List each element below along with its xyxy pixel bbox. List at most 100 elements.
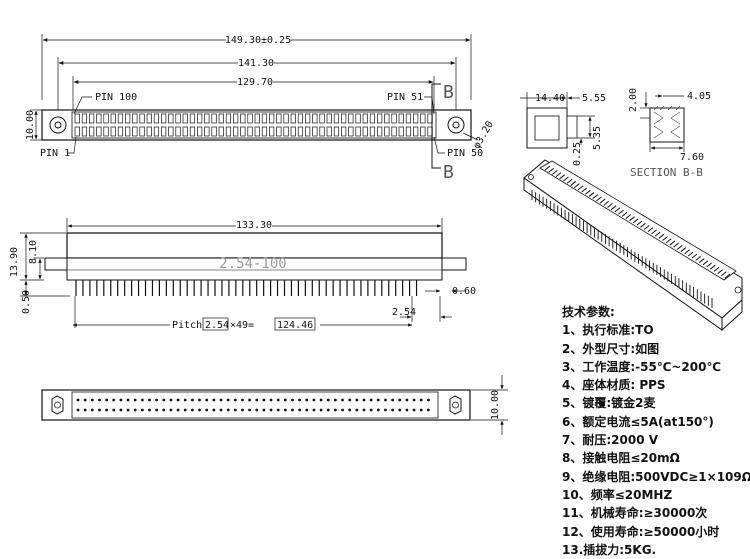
- pin-dot: [326, 398, 330, 402]
- pin-dot: [98, 408, 101, 412]
- pin-contact: [377, 126, 383, 137]
- iso-contact: [629, 216, 635, 222]
- pin-dot: [262, 398, 266, 402]
- iso-contact: [640, 222, 646, 228]
- pin-contact: [269, 126, 275, 137]
- iso-contact: [563, 176, 569, 182]
- pin-contact: [355, 126, 361, 137]
- hole-diameter-dim: φ3.20: [471, 119, 496, 151]
- iso-contact: [559, 174, 566, 180]
- pin-dot: [148, 398, 151, 402]
- pin-contact: [89, 113, 95, 124]
- pin-dot: [341, 398, 344, 402]
- pin-contact: [197, 126, 203, 137]
- pin-dot: [83, 398, 87, 402]
- pin-dot: [369, 408, 373, 412]
- pin-contact: [225, 113, 232, 124]
- pin-dot: [155, 398, 159, 402]
- pin-contact: [290, 126, 296, 137]
- spec-item: 13.插拔力:5KG.: [562, 542, 657, 557]
- iso-contact: [654, 231, 661, 237]
- iso-contact: [599, 198, 606, 204]
- pin-contact: [81, 126, 88, 137]
- pin-dot: [255, 408, 259, 412]
- iso-contact: [643, 225, 650, 230]
- section-depth: 7.60: [680, 152, 704, 163]
- pin-contact: [312, 126, 318, 137]
- section-height-a: 0.25: [572, 142, 583, 166]
- iso-contact: [574, 183, 580, 189]
- pin-contact: [369, 113, 376, 124]
- pin-dot: [233, 408, 237, 412]
- pin-dot: [405, 398, 409, 402]
- pin-dot: [148, 408, 151, 412]
- pin-dot: [90, 408, 94, 412]
- iso-contact: [555, 172, 562, 178]
- pin-dot: [119, 398, 123, 402]
- pin-contact: [168, 126, 174, 137]
- pin-dot: [391, 408, 394, 412]
- iso-contact: [669, 240, 676, 246]
- pin-contact: [197, 113, 203, 124]
- pin-contact: [398, 126, 404, 137]
- pin-contact: [182, 126, 188, 137]
- bottom-view: 10.00: [41, 375, 508, 435]
- pin-contact: [247, 126, 253, 137]
- pitch-value: 2.54: [205, 320, 229, 331]
- pin-dot: [426, 408, 430, 412]
- pin-contact: [413, 113, 419, 124]
- pin-1-label: PIN 1: [40, 148, 70, 159]
- pin-dot: [76, 398, 80, 402]
- pin-dot: [419, 398, 423, 402]
- section-mark-bottom: B: [443, 162, 454, 183]
- pin-contact: [132, 126, 138, 137]
- iso-contact: [585, 189, 591, 195]
- iso-contact: [566, 178, 573, 184]
- iso-contact: [588, 192, 595, 197]
- pin-contact: [153, 126, 160, 137]
- iso-contact: [695, 255, 701, 261]
- iso-contact: [662, 236, 668, 241]
- pin-contact: [398, 113, 404, 124]
- iso-contact: [548, 167, 554, 173]
- pin-contact: [103, 113, 109, 124]
- pin-contact: [218, 113, 224, 124]
- pin-dot: [83, 408, 87, 412]
- iso-contact: [665, 238, 672, 244]
- iso-contact: [647, 227, 654, 233]
- pin-dot: [312, 398, 316, 402]
- pin-contact: [305, 126, 311, 137]
- pin-dot: [412, 408, 416, 412]
- pin-dot: [412, 398, 416, 402]
- iso-contact: [713, 266, 720, 272]
- pin-contact: [247, 113, 253, 124]
- pin-dot: [384, 408, 387, 412]
- iso-contact: [610, 205, 617, 211]
- spec-item: 6、额定电流≤5A(at150°): [562, 414, 714, 429]
- pin-contact: [204, 126, 210, 137]
- pin-contact: [391, 113, 397, 124]
- pin-contact: [211, 126, 217, 137]
- pin-dot: [283, 408, 287, 412]
- iso-contact: [570, 181, 577, 186]
- spec-item: 4、座体材质: PPS: [562, 378, 666, 393]
- body-height-dim: 8.10: [28, 240, 39, 264]
- iso-contact: [658, 233, 665, 239]
- pin-contact: [420, 126, 426, 137]
- pin-dot: [305, 398, 309, 402]
- pin-dot: [298, 398, 302, 402]
- pin-contact: [362, 126, 368, 137]
- iso-contact: [673, 242, 679, 248]
- pin-contact: [283, 113, 289, 124]
- pin-dot: [334, 408, 337, 412]
- pin-dot: [291, 398, 294, 402]
- pin-contact: [254, 126, 260, 137]
- spec-item: 3、工作温度:-55℃~200℃: [562, 359, 721, 374]
- pin-dot: [419, 408, 423, 412]
- iso-contact: [706, 262, 712, 268]
- pin-dot: [269, 408, 273, 412]
- pin-contact: [146, 126, 152, 137]
- end-offset-dim: 2.54: [392, 307, 416, 318]
- pin-contact: [139, 126, 145, 137]
- pin-dot: [298, 408, 302, 412]
